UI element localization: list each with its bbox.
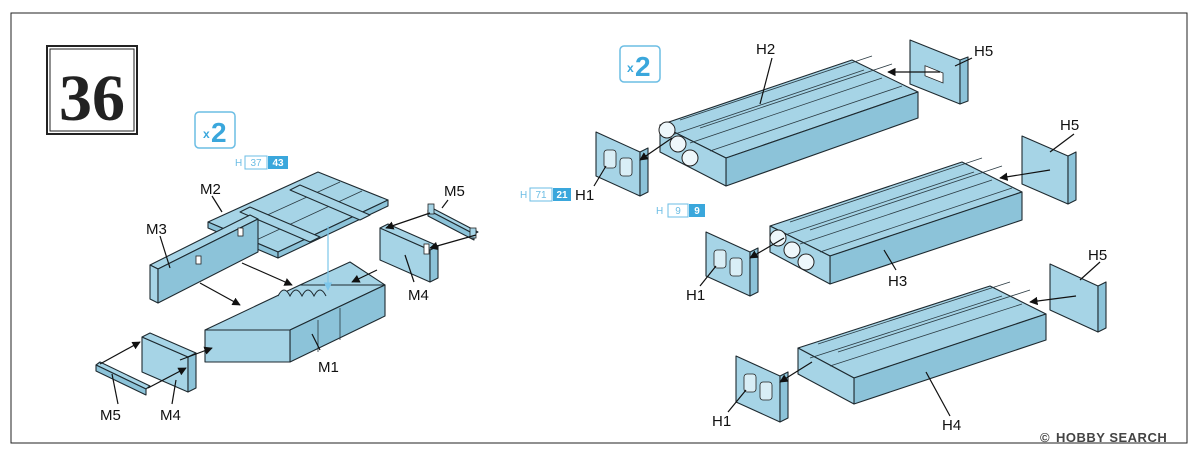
watermark-text: HOBBY SEARCH	[1056, 430, 1167, 445]
color-ref-h71: H 71 21	[520, 187, 571, 202]
label-m3: M3	[146, 221, 167, 238]
sheet-frame	[10, 12, 1188, 444]
label-m5-lower: M5	[100, 407, 121, 424]
multiplier-left-value: 2	[211, 117, 227, 148]
label-h2: H2	[756, 41, 775, 58]
part-h5-mid	[1021, 135, 1077, 205]
part-m4-upper	[379, 223, 439, 283]
label-m4-upper: M4	[408, 287, 429, 304]
right-assembly-arrows	[593, 57, 1101, 417]
part-m5-upper	[427, 203, 479, 241]
svg-text:9: 9	[675, 206, 681, 217]
multiplier-right-value: 2	[635, 51, 651, 82]
part-h1-top	[595, 131, 649, 197]
part-h4	[797, 281, 1047, 405]
part-m4-lower	[141, 332, 197, 393]
label-m4-lower: M4	[160, 407, 181, 424]
svg-text:71: 71	[535, 190, 547, 201]
svg-text:H: H	[235, 158, 242, 169]
part-m3	[149, 214, 259, 304]
svg-text:H: H	[656, 206, 663, 217]
label-h5-top: H5	[974, 43, 993, 60]
svg-text:37: 37	[250, 158, 262, 169]
step-number: 36	[59, 62, 125, 135]
part-m1	[204, 261, 386, 363]
label-h1-bottom: H1	[712, 413, 731, 430]
part-h2	[658, 55, 919, 187]
label-m2: M2	[200, 181, 221, 198]
svg-text:21: 21	[556, 190, 568, 201]
label-h5-bottom: H5	[1088, 247, 1107, 264]
svg-text:43: 43	[272, 158, 284, 169]
color-ref-h9: H 9 9	[656, 203, 705, 218]
part-h5-bottom	[1049, 263, 1107, 333]
multiplier-left-prefix: x	[203, 127, 210, 141]
part-h1-mid	[705, 231, 759, 297]
color-ref-h37: H 37 43	[235, 155, 288, 170]
label-h1-mid: H1	[686, 287, 705, 304]
label-h1-top: H1	[575, 187, 594, 204]
multiplier-right-prefix: x	[627, 61, 634, 75]
svg-text:H: H	[520, 190, 527, 201]
label-m1: M1	[318, 359, 339, 376]
multiplier-left: x 2	[194, 111, 236, 149]
multiplier-right: x 2	[619, 45, 661, 83]
label-m5-upper: M5	[444, 183, 465, 200]
part-h1-bottom	[735, 355, 789, 423]
label-h4: H4	[942, 417, 961, 434]
left-assembly-arrows	[99, 195, 477, 405]
watermark-copyright: ©	[1040, 430, 1050, 445]
part-h3	[769, 157, 1023, 285]
watermark: © HOBBY SEARCH	[1040, 430, 1167, 445]
svg-text:9: 9	[694, 206, 700, 217]
step-number-box: 36	[46, 45, 138, 135]
part-m5-lower	[95, 361, 151, 396]
label-h5-mid: H5	[1060, 117, 1079, 134]
label-h3: H3	[888, 273, 907, 290]
